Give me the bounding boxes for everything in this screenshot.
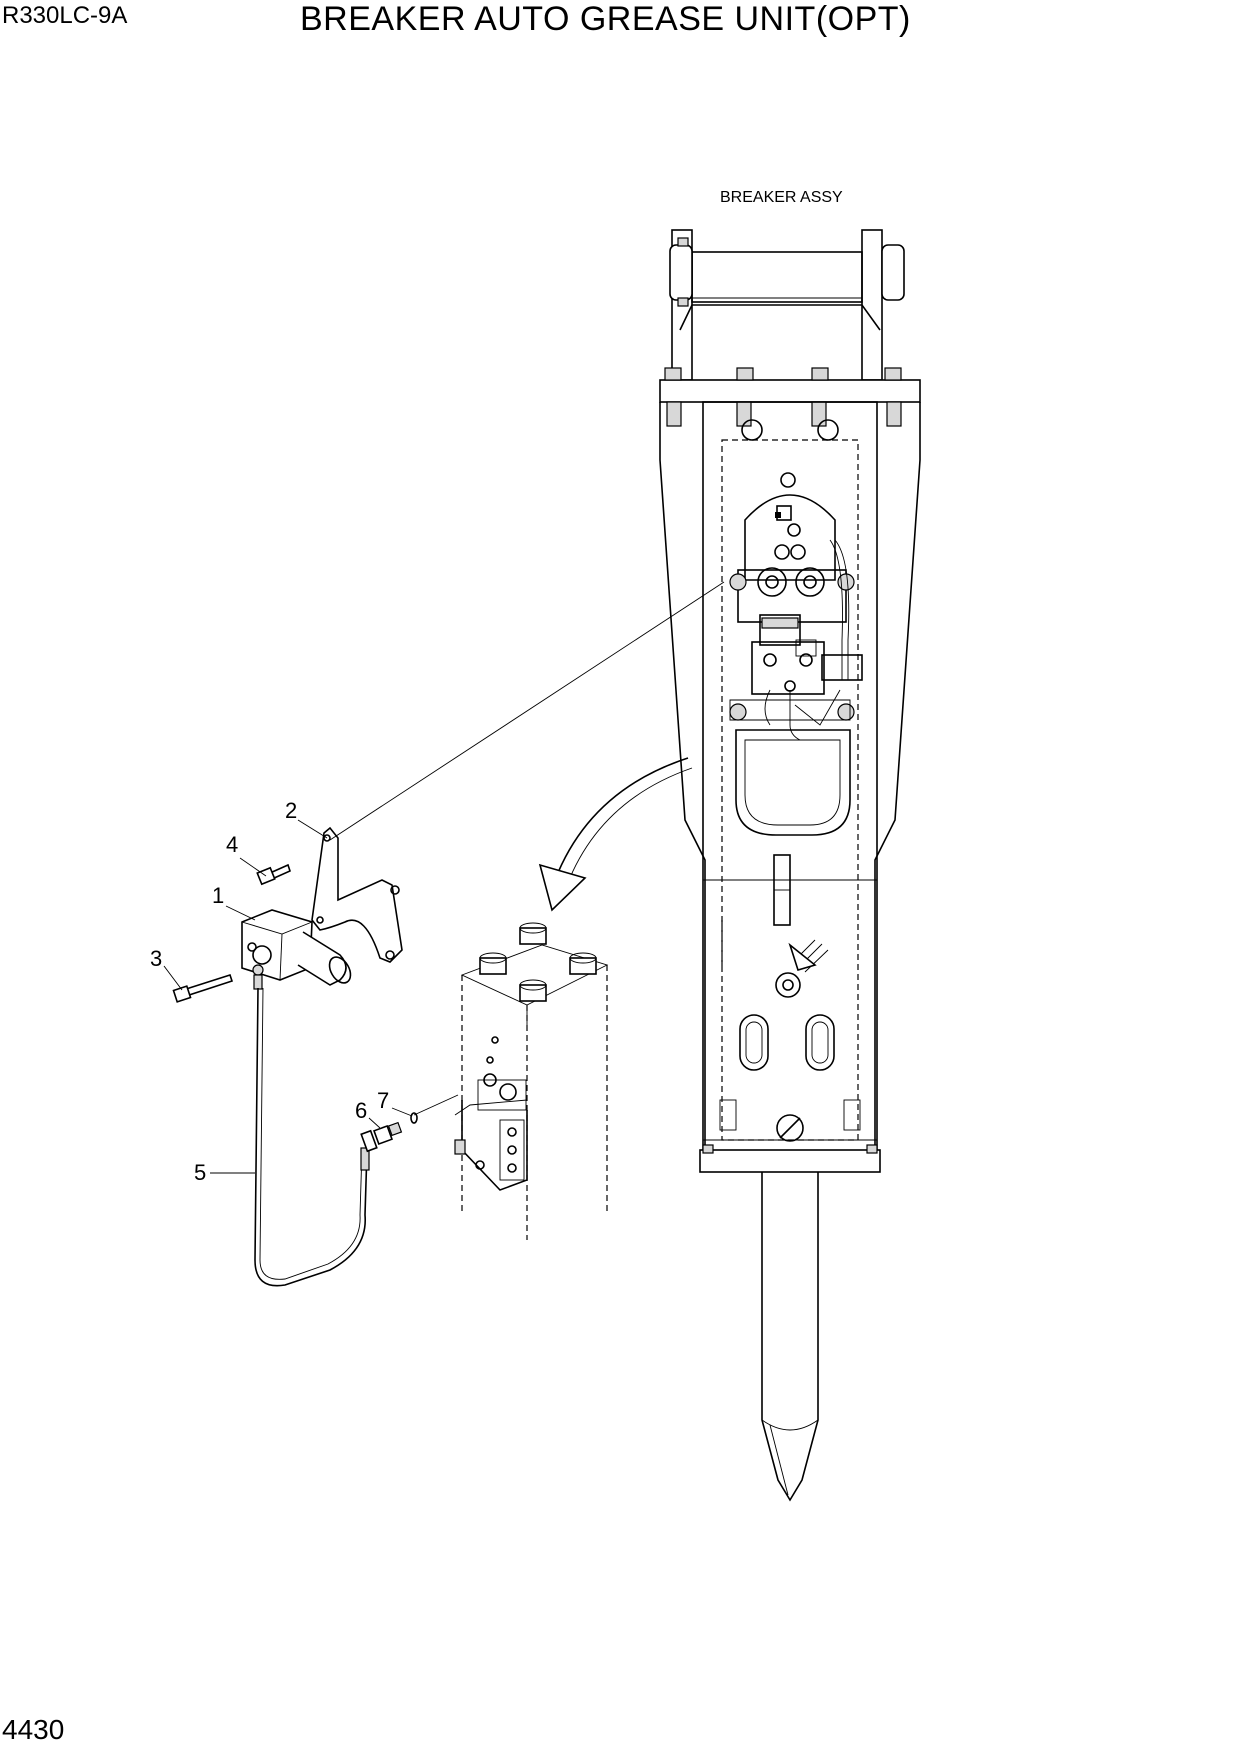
callout-1: 1 bbox=[212, 883, 256, 921]
callout-3: 3 bbox=[150, 946, 183, 991]
svg-text:5: 5 bbox=[194, 1160, 206, 1185]
part-4-bolt bbox=[256, 863, 291, 886]
model-code: R330LC-9A bbox=[2, 2, 128, 29]
svg-text:3: 3 bbox=[150, 946, 162, 971]
part-3-bolt bbox=[172, 973, 234, 1003]
breaker-assembly: BREAKER ASSY bbox=[659, 189, 921, 1502]
svg-text:2: 2 bbox=[285, 798, 297, 823]
breaker-housing bbox=[659, 401, 921, 1168]
part-2-mounting-plate bbox=[311, 826, 403, 963]
part-6-fitting bbox=[373, 1121, 403, 1145]
svg-text:7: 7 bbox=[377, 1088, 389, 1113]
view-arrow bbox=[554, 757, 689, 881]
breaker-lower-details bbox=[721, 854, 835, 1142]
mounting-leader-line bbox=[329, 581, 725, 841]
svg-text:4: 4 bbox=[226, 832, 238, 857]
breaker-chisel bbox=[699, 1144, 881, 1502]
breaker-valve-area bbox=[729, 472, 863, 836]
callout-7: 7 bbox=[377, 1088, 413, 1117]
callouts: 2 4 1 3 6 7 5 bbox=[150, 798, 413, 1185]
callout-5: 5 bbox=[194, 1160, 255, 1185]
page-number: 4430 bbox=[2, 1714, 65, 1745]
callout-4: 4 bbox=[226, 832, 267, 877]
detail-block bbox=[454, 922, 609, 1240]
page-title: BREAKER AUTO GREASE UNIT(OPT) bbox=[300, 0, 911, 38]
svg-text:1: 1 bbox=[212, 883, 224, 908]
part-5-hose bbox=[254, 987, 378, 1287]
top-bracket bbox=[659, 229, 921, 441]
part-7-o-ring bbox=[410, 1094, 459, 1124]
callout-6: 6 bbox=[355, 1098, 381, 1129]
svg-text:6: 6 bbox=[355, 1098, 367, 1123]
breaker-assy-label: BREAKER ASSY bbox=[720, 189, 843, 206]
callout-2: 2 bbox=[285, 798, 328, 839]
part-1-grease-pump bbox=[241, 909, 352, 990]
